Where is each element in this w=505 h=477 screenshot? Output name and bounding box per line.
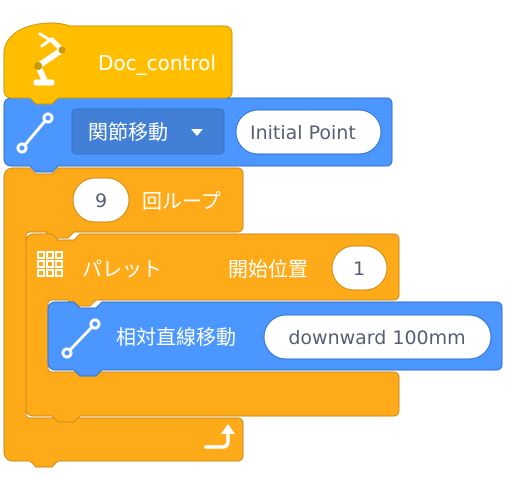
start-position-input[interactable]: 1 [331, 245, 388, 291]
loop-block[interactable] [3, 167, 244, 468]
hat-block[interactable] [3, 22, 233, 105]
motion-type-dropdown[interactable]: 関節移動 [71, 108, 225, 155]
start-position-label: 開始位置 [228, 257, 308, 281]
loop-arrow-icon [204, 424, 235, 449]
dropdown-arrow-icon [191, 129, 203, 136]
link-arm-icon [16, 112, 54, 154]
grid-icon [37, 251, 63, 277]
pallet-block[interactable] [25, 233, 400, 423]
pallet-label: パレット [82, 257, 162, 281]
relative-move-label: 相対直線移動 [116, 325, 236, 349]
loop-count-input[interactable]: 9 [72, 177, 130, 223]
hat-label: Doc_control [98, 51, 216, 75]
target-position-input[interactable]: Initial Point [235, 109, 382, 155]
loop-count-value: 9 [95, 190, 107, 212]
loop-label: 回ループ [142, 189, 221, 213]
target-position-value: Initial Point [250, 122, 356, 144]
distance-value: downward 100mm [288, 327, 465, 349]
dropdown-label: 関節移動 [88, 120, 168, 144]
start-position-value: 1 [353, 258, 365, 280]
robot-arm-icon [33, 32, 66, 86]
distance-input[interactable]: downward 100mm [263, 314, 492, 360]
link-arm-icon [61, 318, 101, 359]
